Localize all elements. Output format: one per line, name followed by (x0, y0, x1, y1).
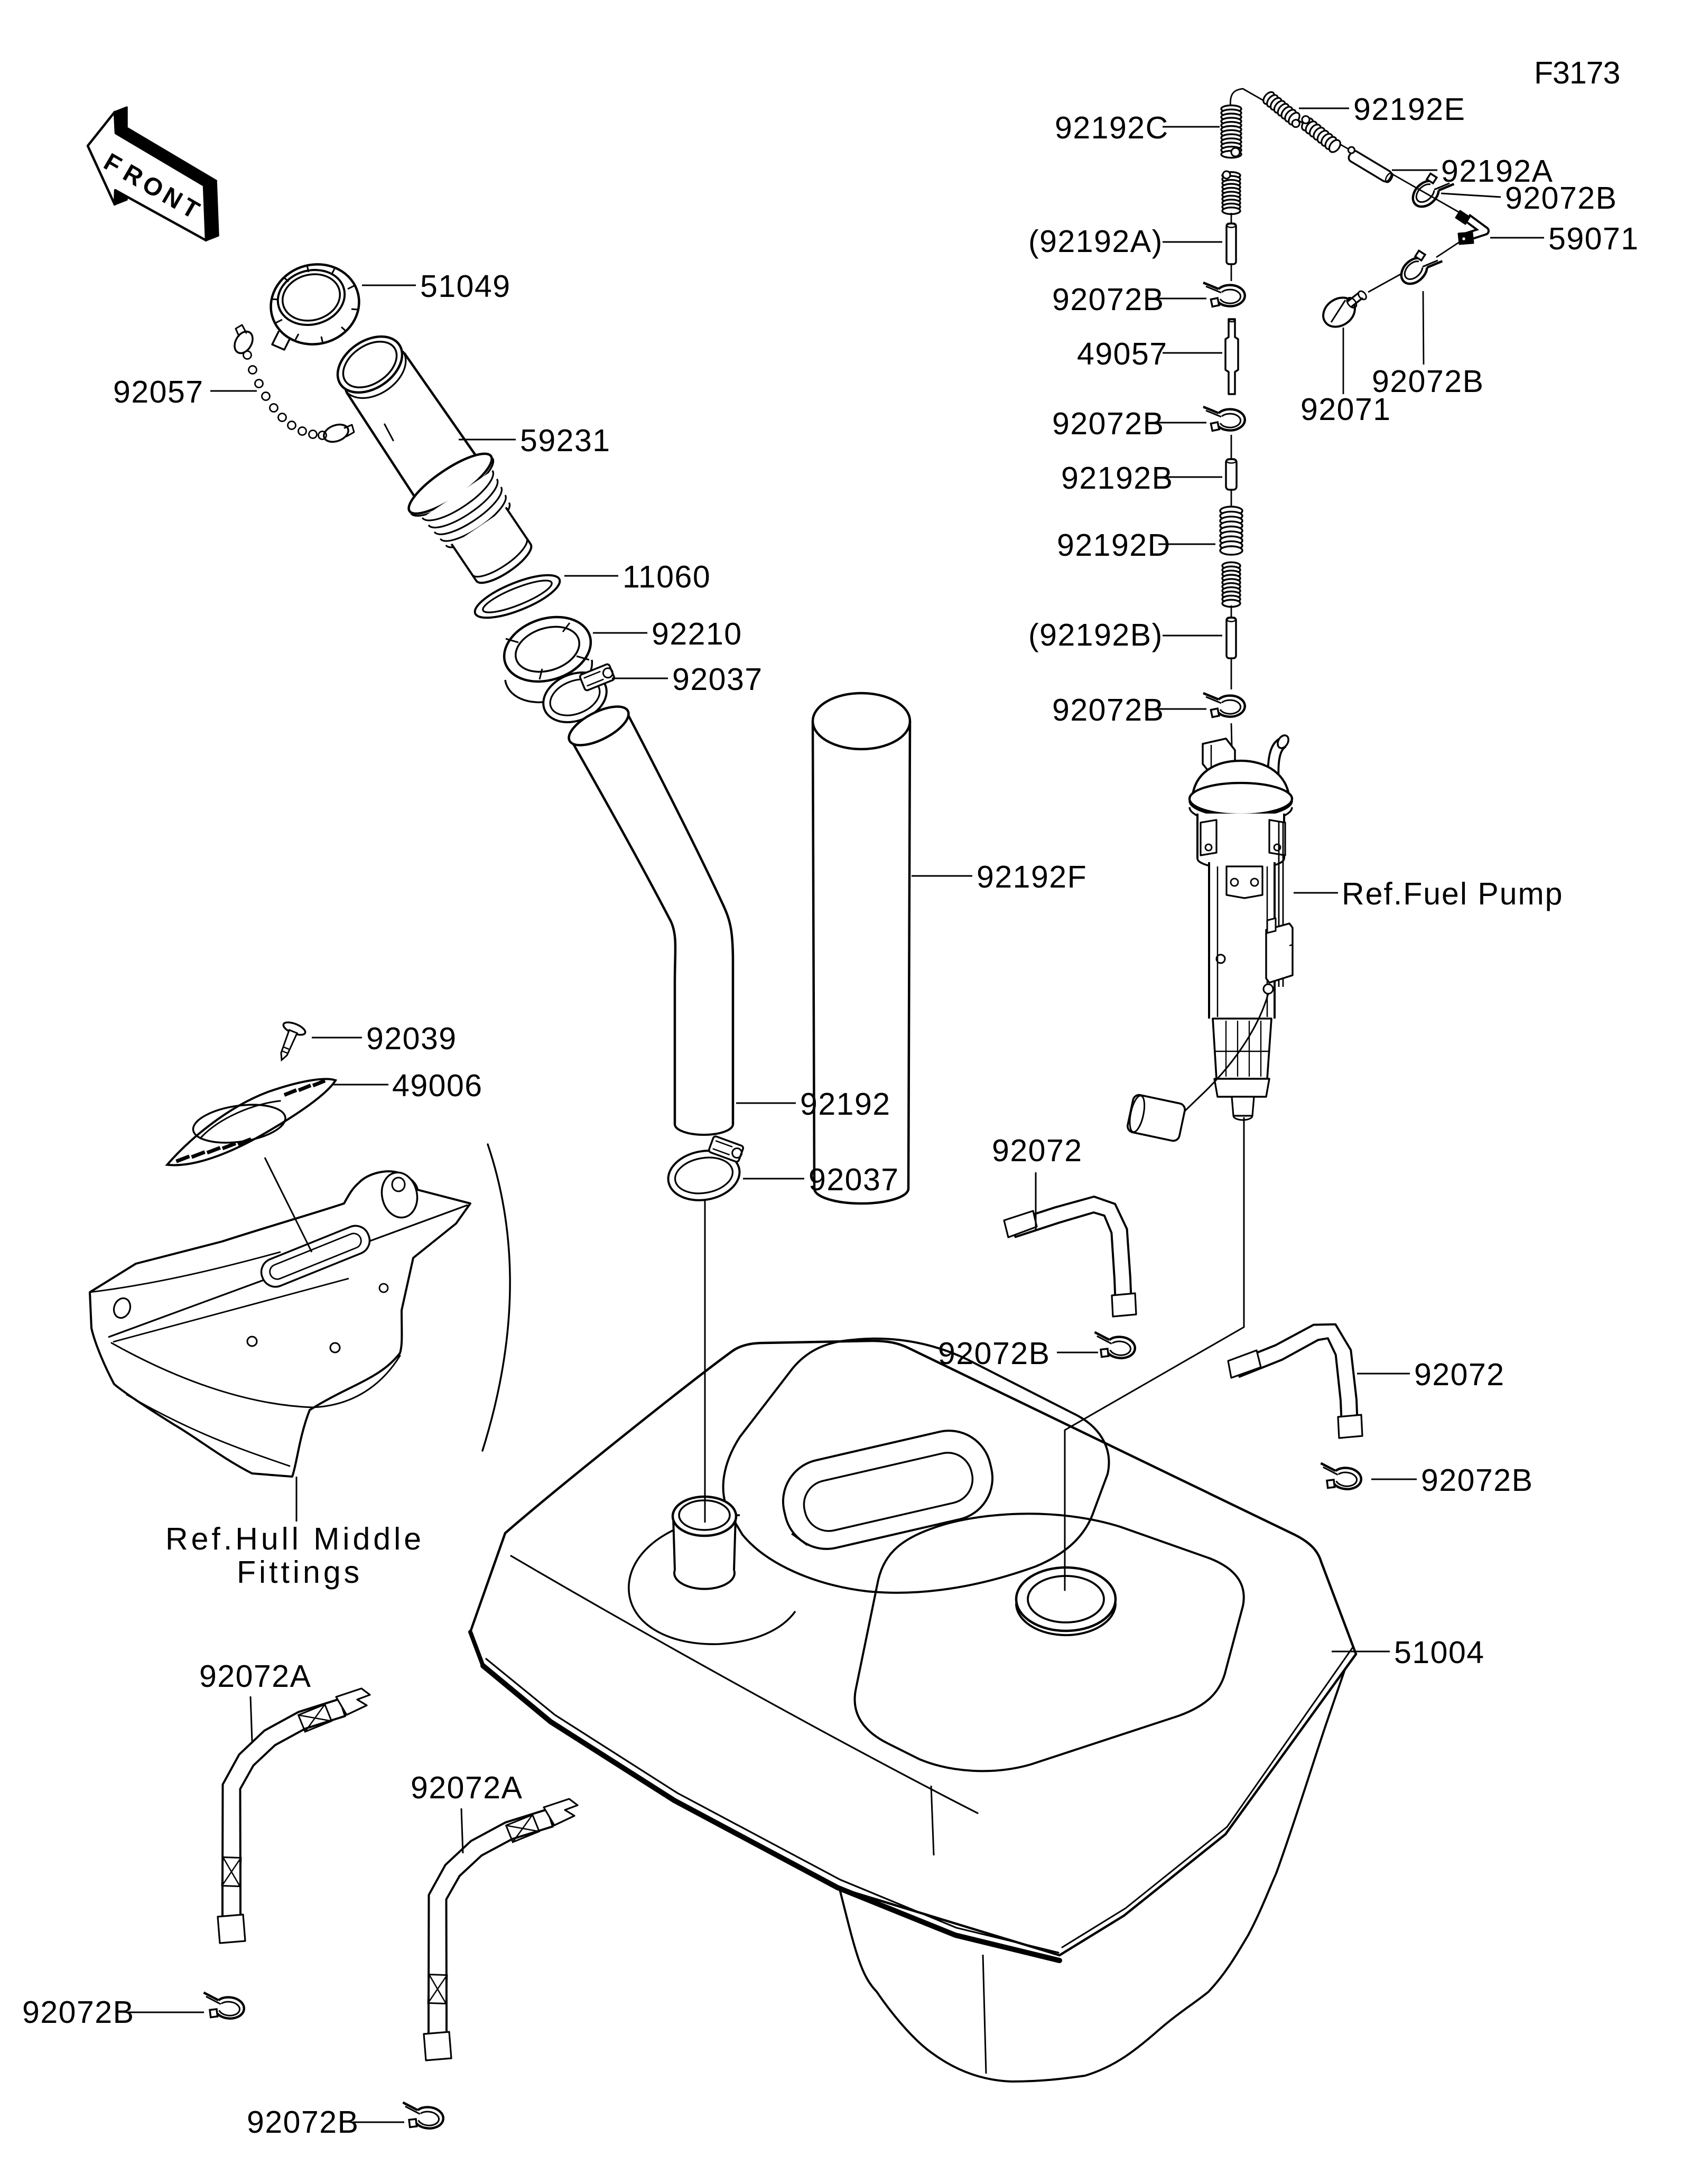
svg-text:92037: 92037 (809, 1162, 899, 1197)
svg-text:92210: 92210 (652, 617, 742, 651)
svg-text:92072B: 92072B (1505, 181, 1617, 216)
svg-text:92037: 92037 (672, 662, 763, 697)
svg-text:Fittings: Fittings (237, 1555, 363, 1590)
svg-text:92192F: 92192F (977, 860, 1087, 894)
svg-text:92192D: 92192D (1057, 528, 1171, 563)
svg-text:92072A: 92072A (199, 1659, 311, 1694)
svg-text:92072B: 92072B (1421, 1463, 1533, 1498)
svg-text:92039: 92039 (366, 1021, 457, 1056)
svg-text:92192E: 92192E (1353, 92, 1465, 127)
svg-text:92192B: 92192B (1061, 461, 1173, 496)
svg-text:F3173: F3173 (1534, 55, 1620, 90)
svg-text:92072B: 92072B (1052, 282, 1164, 317)
svg-text:92072A: 92072A (411, 1770, 523, 1805)
svg-text:Ref.Hull Middle: Ref.Hull Middle (165, 1522, 424, 1556)
svg-text:(92192B): (92192B) (1028, 618, 1163, 652)
svg-text:(92192A): (92192A) (1028, 224, 1163, 259)
svg-text:92192C: 92192C (1055, 110, 1169, 145)
svg-text:49006: 49006 (392, 1068, 483, 1103)
svg-text:59071: 59071 (1548, 221, 1639, 256)
svg-text:49057: 49057 (1077, 337, 1168, 371)
svg-text:Ref.Fuel Pump: Ref.Fuel Pump (1342, 876, 1564, 911)
svg-text:92072B: 92072B (22, 1995, 134, 2030)
svg-text:92071: 92071 (1300, 392, 1391, 427)
svg-text:92057: 92057 (113, 375, 204, 409)
svg-text:92072B: 92072B (247, 2105, 359, 2140)
svg-text:11060: 11060 (622, 559, 711, 594)
svg-text:92192: 92192 (800, 1087, 891, 1122)
svg-text:59231: 59231 (520, 423, 611, 458)
svg-text:92072B: 92072B (1052, 406, 1164, 441)
svg-text:92072: 92072 (992, 1133, 1083, 1168)
svg-text:92072B: 92072B (938, 1336, 1050, 1371)
svg-text:51004: 51004 (1394, 1635, 1485, 1670)
svg-text:51049: 51049 (420, 269, 511, 304)
svg-text:92072: 92072 (1414, 1357, 1505, 1392)
svg-text:92072B: 92072B (1052, 693, 1164, 727)
svg-text:92072B: 92072B (1372, 364, 1484, 399)
svg-text:92192A: 92192A (1441, 154, 1553, 189)
